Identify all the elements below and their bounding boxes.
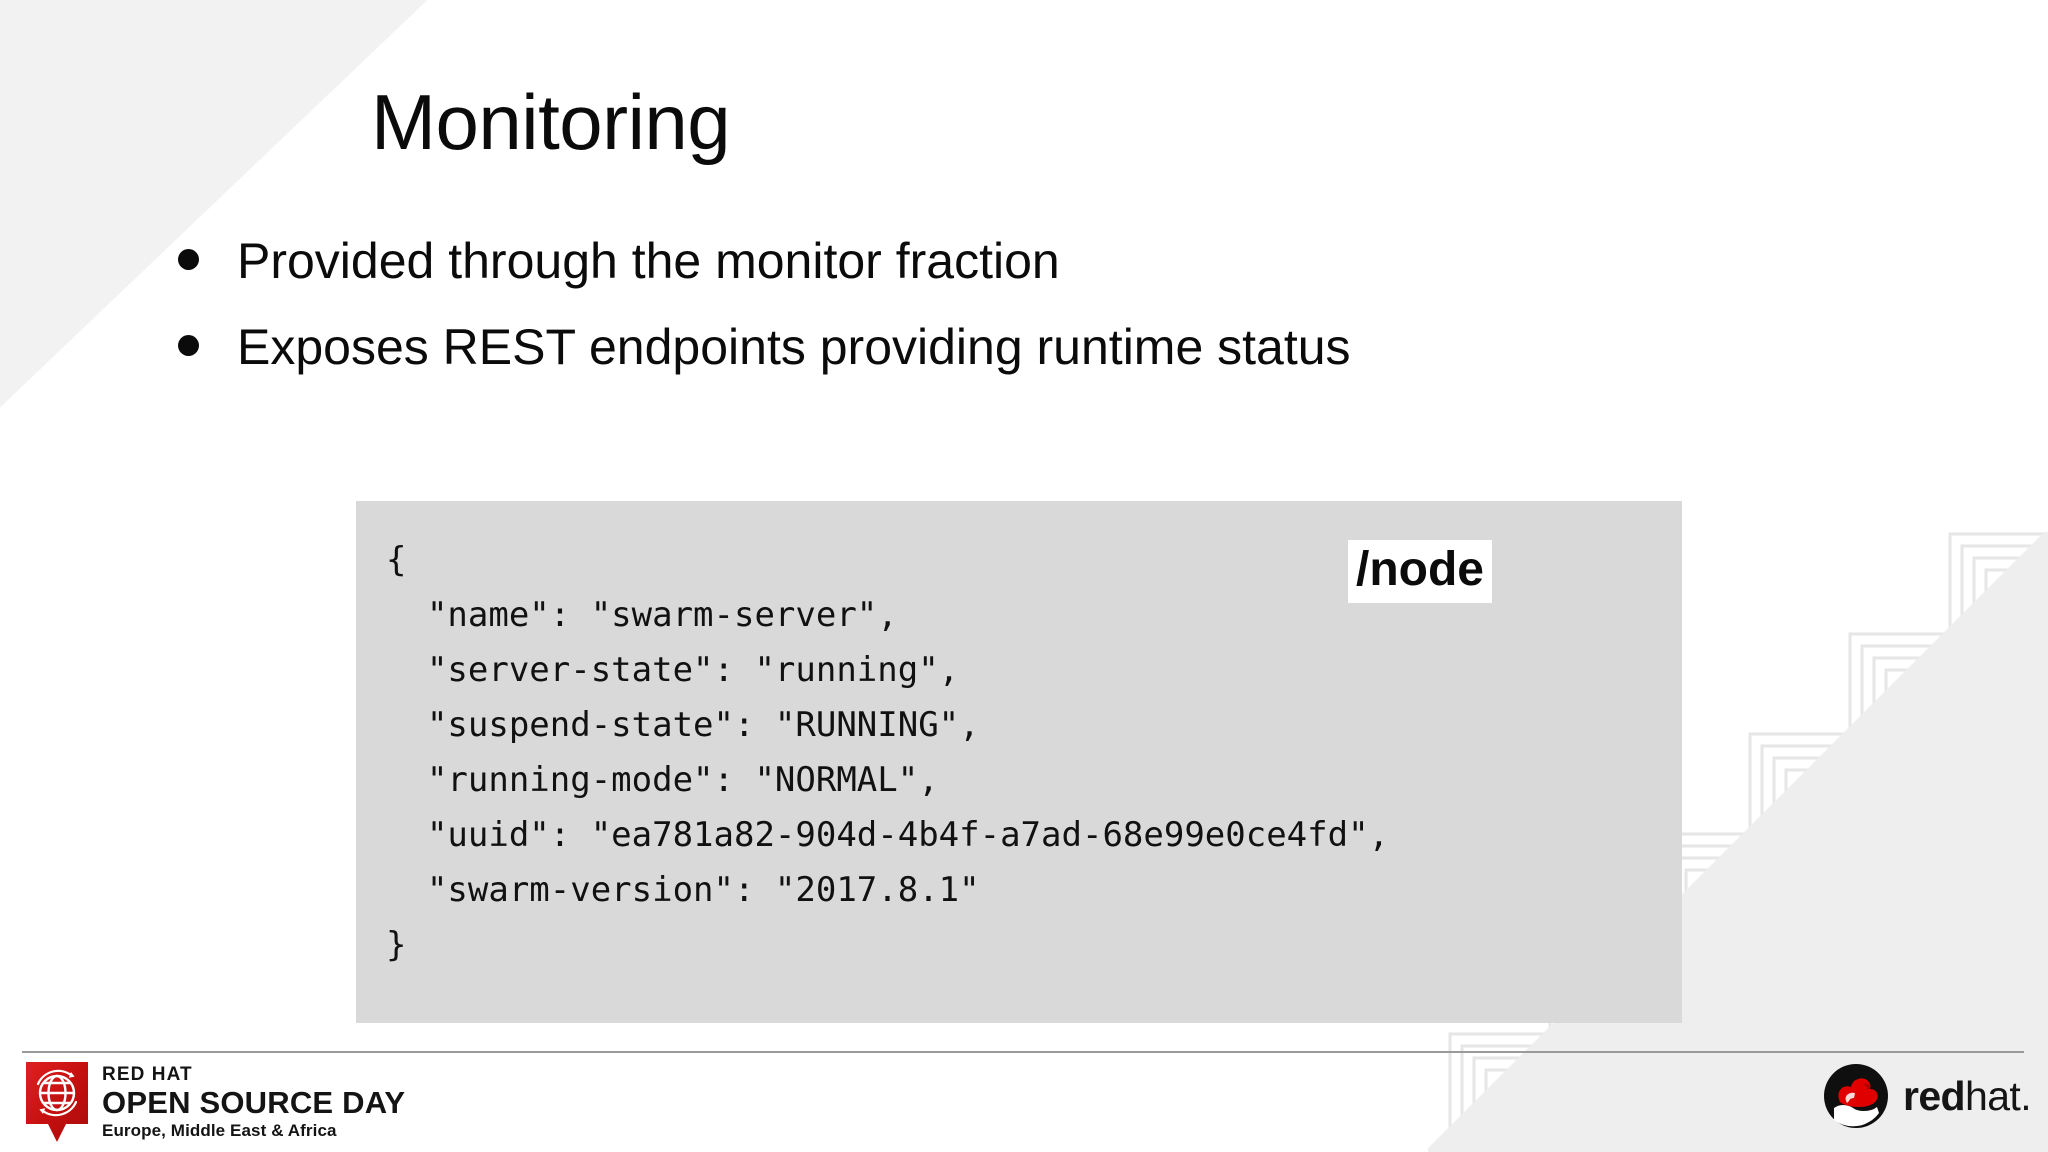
red-hat-word-dot: . [2020,1072,2032,1119]
bullet-dot-icon [178,335,199,356]
bullet-dot-icon [178,249,199,270]
bullet-text: Exposes REST endpoints providing runtime… [237,319,1351,375]
code-block: { "name": "swarm-server", "server-state"… [356,501,1682,1023]
list-item: Exposes REST endpoints providing runtime… [178,318,1351,376]
red-hat-shadowman-icon [1822,1062,1890,1130]
osd-line-region: Europe, Middle East & Africa [102,1121,337,1141]
open-source-day-logo: RED HAT OPEN SOURCE DAY Europe, Middle E… [26,1062,405,1146]
red-hat-logo: redhat. [1822,1062,2032,1130]
red-hat-word-red: red [1903,1072,1966,1119]
footer-divider [22,1051,2024,1053]
page-title: Monitoring [371,78,731,167]
bullet-list: Provided through the monitor fraction Ex… [178,232,1351,404]
list-item: Provided through the monitor fraction [178,232,1351,290]
globe-pin-icon [26,1062,88,1146]
osd-line-open-source-day: OPEN SOURCE DAY [102,1084,406,1120]
bullet-text: Provided through the monitor fraction [237,233,1060,289]
endpoint-badge: /node [1348,540,1492,603]
osd-line-red-hat: RED HAT [102,1064,193,1085]
open-source-day-wordmark: RED HAT OPEN SOURCE DAY Europe, Middle E… [102,1062,405,1141]
code-block-text: { "name": "swarm-server", "server-state"… [386,540,1390,965]
red-hat-wordmark: redhat. [1903,1072,2032,1119]
red-hat-word-hat: hat [1965,1072,2021,1119]
